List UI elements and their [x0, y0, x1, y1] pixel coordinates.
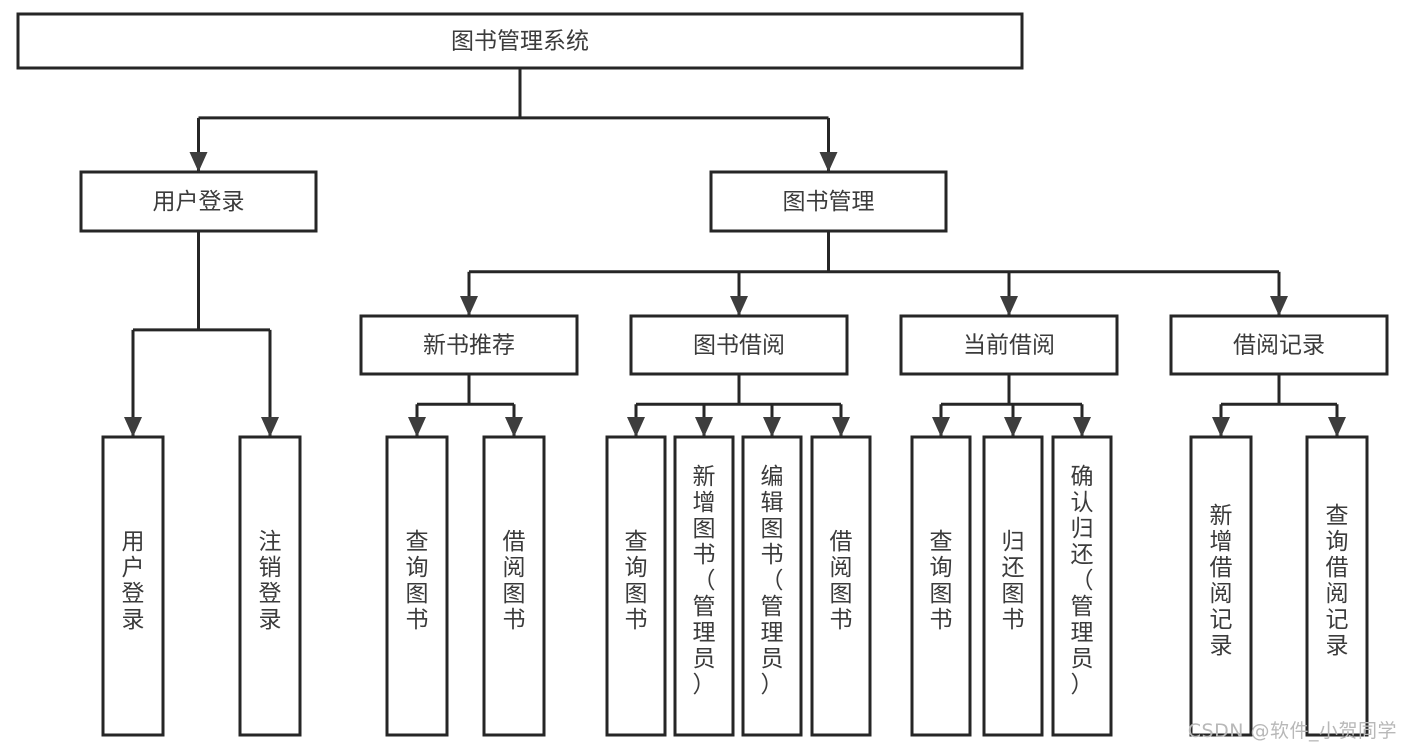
node-leaf-add-record[interactable]: 新增借阅记录	[1189, 435, 1253, 737]
node-box-current-borrow[interactable]	[899, 314, 1119, 376]
node-leaf-query-book-1[interactable]: 查询图书	[385, 435, 449, 737]
arrow-leaf-query-book-2	[627, 417, 645, 437]
node-layer: 图书管理系统用户登录图书管理新书推荐图书借阅当前借阅借阅记录用户登录注销登录查询…	[16, 12, 1389, 737]
node-book-management[interactable]: 图书管理	[709, 170, 948, 233]
arrow-borrow-record	[1270, 296, 1288, 316]
arrow-leaf-add-book	[695, 417, 713, 437]
node-leaf-confirm-return[interactable]: 确认归还（管理员）	[1051, 435, 1113, 737]
node-box-leaf-borrow-book-1[interactable]	[482, 435, 546, 737]
arrow-leaf-user-login	[124, 417, 142, 437]
node-borrow-record[interactable]: 借阅记录	[1169, 314, 1389, 376]
arrow-leaf-edit-book	[763, 417, 781, 437]
node-leaf-query-book-2[interactable]: 查询图书	[605, 435, 667, 737]
node-box-leaf-confirm-return[interactable]	[1051, 435, 1113, 737]
node-box-leaf-add-record[interactable]	[1189, 435, 1253, 737]
arrow-leaf-borrow-book-1	[505, 417, 523, 437]
node-box-root[interactable]	[16, 12, 1024, 70]
arrow-book-management	[819, 152, 838, 172]
node-box-leaf-query-book-1[interactable]	[385, 435, 449, 737]
node-label-leaf-borrow-book-2: 借阅图书	[830, 529, 853, 633]
node-label-leaf-query-book-3: 查询图书	[930, 529, 953, 633]
node-current-borrow[interactable]: 当前借阅	[899, 314, 1119, 376]
node-label-leaf-logout: 注销登录	[259, 529, 282, 633]
node-leaf-logout[interactable]: 注销登录	[238, 435, 302, 737]
node-label-borrow-record: 借阅记录	[1233, 333, 1325, 359]
node-leaf-add-book[interactable]: 新增图书（管理员）	[673, 435, 735, 737]
node-box-leaf-logout[interactable]	[238, 435, 302, 737]
node-user-login[interactable]: 用户登录	[79, 170, 318, 233]
node-label-user-login: 用户登录	[153, 189, 245, 215]
node-box-leaf-query-book-3[interactable]	[910, 435, 972, 737]
node-leaf-query-book-3[interactable]: 查询图书	[910, 435, 972, 737]
node-box-borrow-record[interactable]	[1169, 314, 1389, 376]
arrow-leaf-query-book-1	[408, 417, 426, 437]
node-label-leaf-query-book-1: 查询图书	[406, 529, 429, 633]
node-leaf-borrow-book-1[interactable]: 借阅图书	[482, 435, 546, 737]
node-leaf-user-login[interactable]: 用户登录	[101, 435, 165, 737]
node-label-leaf-query-book-2: 查询图书	[625, 529, 648, 633]
arrow-leaf-query-record	[1328, 417, 1346, 437]
arrow-leaf-confirm-return	[1073, 417, 1091, 437]
node-box-leaf-query-record[interactable]	[1305, 435, 1369, 737]
node-label-book-borrow: 图书借阅	[693, 333, 785, 359]
node-box-new-book-recommend[interactable]	[359, 314, 579, 376]
arrow-leaf-return-book	[1004, 417, 1022, 437]
node-leaf-return-book[interactable]: 归还图书	[982, 435, 1044, 737]
node-box-book-borrow[interactable]	[629, 314, 849, 376]
node-book-borrow[interactable]: 图书借阅	[629, 314, 849, 376]
arrow-leaf-add-record	[1212, 417, 1230, 437]
node-label-root: 图书管理系统	[451, 29, 589, 55]
arrow-leaf-query-book-3	[932, 417, 950, 437]
node-new-book-recommend[interactable]: 新书推荐	[359, 314, 579, 376]
node-box-leaf-return-book[interactable]	[982, 435, 1044, 737]
node-label-leaf-user-login: 用户登录	[122, 529, 145, 633]
node-leaf-edit-book[interactable]: 编辑图书（管理员）	[741, 435, 803, 737]
node-label-leaf-edit-book: 编辑图书（管理员）	[761, 464, 784, 698]
arrow-leaf-borrow-book-2	[832, 417, 850, 437]
arrow-current-borrow	[1000, 296, 1018, 316]
node-leaf-query-record[interactable]: 查询借阅记录	[1305, 435, 1369, 737]
node-label-leaf-confirm-return: 确认归还（管理员）	[1071, 464, 1094, 698]
node-label-leaf-add-record: 新增借阅记录	[1210, 503, 1233, 659]
node-box-leaf-borrow-book-2[interactable]	[810, 435, 872, 737]
node-label-leaf-borrow-book-1: 借阅图书	[503, 529, 526, 633]
node-label-book-management: 图书管理	[783, 189, 875, 215]
node-leaf-borrow-book-2[interactable]: 借阅图书	[810, 435, 872, 737]
arrow-leaf-logout	[261, 417, 279, 437]
csdn-watermark: CSDN @软件_小贺同学	[1187, 720, 1397, 742]
node-box-leaf-user-login[interactable]	[101, 435, 165, 737]
node-label-leaf-query-record: 查询借阅记录	[1326, 503, 1349, 659]
arrow-new-book-recommend	[460, 296, 478, 316]
node-box-leaf-query-book-2[interactable]	[605, 435, 667, 737]
node-label-leaf-return-book: 归还图书	[1002, 529, 1025, 633]
node-label-leaf-add-book: 新增图书（管理员）	[693, 464, 716, 698]
node-box-book-management[interactable]	[709, 170, 948, 233]
node-box-leaf-add-book[interactable]	[673, 435, 735, 737]
node-box-leaf-edit-book[interactable]	[741, 435, 803, 737]
node-root[interactable]: 图书管理系统	[16, 12, 1024, 70]
node-box-user-login[interactable]	[79, 170, 318, 233]
arrow-user-login	[189, 152, 208, 172]
node-label-current-borrow: 当前借阅	[963, 333, 1055, 359]
connector-layer	[124, 68, 1346, 437]
arrow-book-borrow	[730, 296, 748, 316]
node-label-new-book-recommend: 新书推荐	[423, 333, 515, 359]
